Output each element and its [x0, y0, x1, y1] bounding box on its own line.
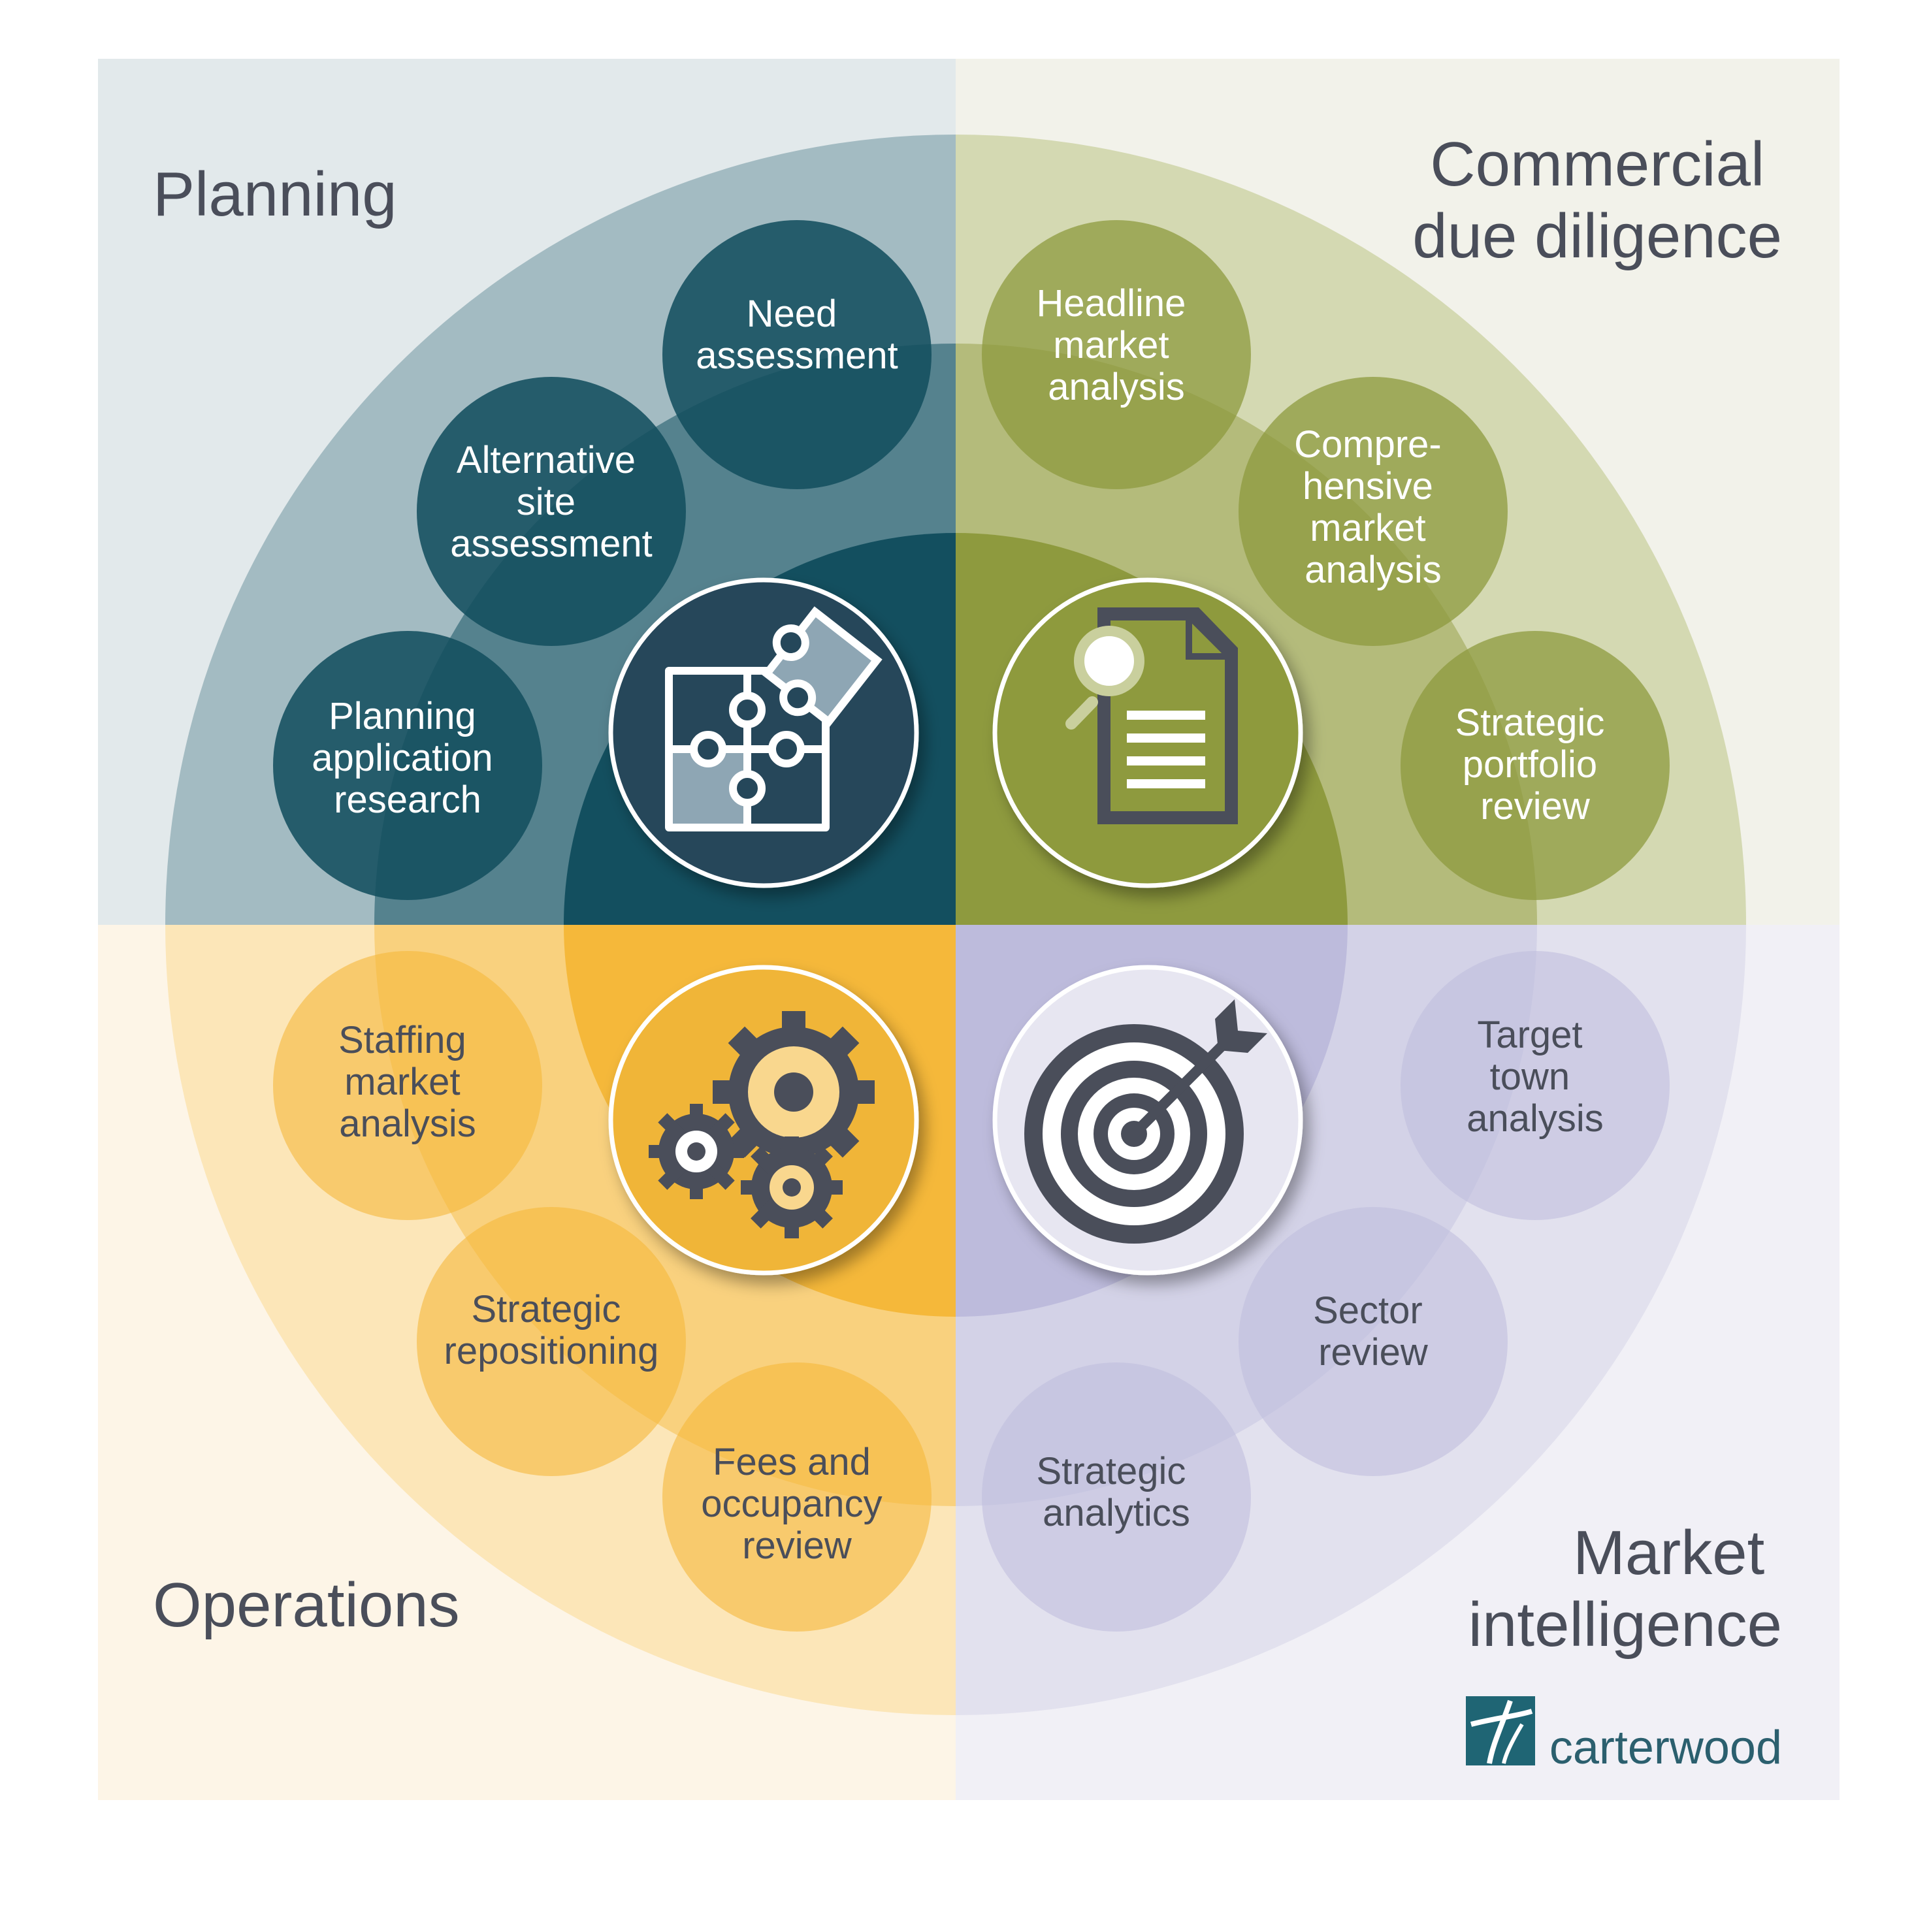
label-target-town-analysis: Target town analysis: [1467, 1014, 1604, 1140]
bubble-strategic-portfolio-review: [1401, 631, 1670, 900]
bubble-headline-market-analysis: [982, 220, 1251, 489]
label-strategic-portfolio-review: Strategic portfolio review: [1455, 701, 1615, 828]
planning-bubbles: [273, 220, 932, 900]
market-title: Market intelligence: [1468, 1518, 1782, 1660]
label-alternative-site-assessment: Alternative site assessment: [450, 439, 652, 565]
document-magnifier-icon: [992, 577, 1303, 888]
operations-labels: Staffing market analysis Strategic repos…: [338, 1019, 892, 1567]
bubble-staffing-market-analysis: [273, 951, 542, 1220]
label-need-assessment: Need assessment: [696, 293, 898, 377]
gears-icon: [608, 965, 919, 1276]
bubble-fees-and-occupancy-review: [662, 1362, 932, 1632]
commercial-bubbles: [982, 220, 1670, 900]
market-bubbles: [982, 951, 1670, 1632]
bubble-need-assessment: [662, 220, 932, 489]
carterwood-logo: carterwood: [1466, 1696, 1782, 1774]
bubble-planning-application-research: [273, 631, 542, 900]
bubble-strategic-repositioning: [417, 1207, 686, 1476]
label-sector-review: Sector review: [1313, 1289, 1433, 1374]
operations-title: Operations: [153, 1570, 460, 1640]
planning-title: Planning: [153, 159, 397, 229]
bubble-comprehensive-market-analysis: [1239, 377, 1508, 646]
label-headline-market-analysis: Headline market analysis: [1036, 282, 1196, 408]
operations-bubbles: [273, 951, 932, 1632]
label-planning-application-research: Planning application research: [312, 695, 503, 821]
label-strategic-repositioning: Strategic repositioning: [444, 1288, 659, 1372]
puzzle-icon: [608, 577, 919, 888]
label-strategic-analytics: Strategic analytics: [1036, 1450, 1196, 1534]
label-staffing-market-analysis: Staffing market analysis: [338, 1019, 477, 1145]
label-comprehensive-market-analysis: Compre- hensive market analysis: [1294, 423, 1452, 591]
commercial-title: Commercial due diligence: [1412, 129, 1782, 271]
planning-labels: Need assessment Alternative site assessm…: [312, 293, 898, 821]
bubble-alternative-site-assessment: [417, 377, 686, 646]
brand-name: carterwood: [1549, 1722, 1782, 1774]
commercial-labels: Headline market analysis Compre- hensive…: [1036, 282, 1615, 828]
market-labels: Target town analysis Sector review Strat…: [1036, 1014, 1603, 1534]
label-fees-and-occupancy-review: Fees and occupancy review: [701, 1441, 892, 1567]
bubble-target-town-analysis: [1401, 951, 1670, 1220]
target-arrow-icon: [992, 965, 1303, 1276]
bubble-sector-review: [1239, 1207, 1508, 1476]
bubble-strategic-analytics: [982, 1362, 1251, 1632]
